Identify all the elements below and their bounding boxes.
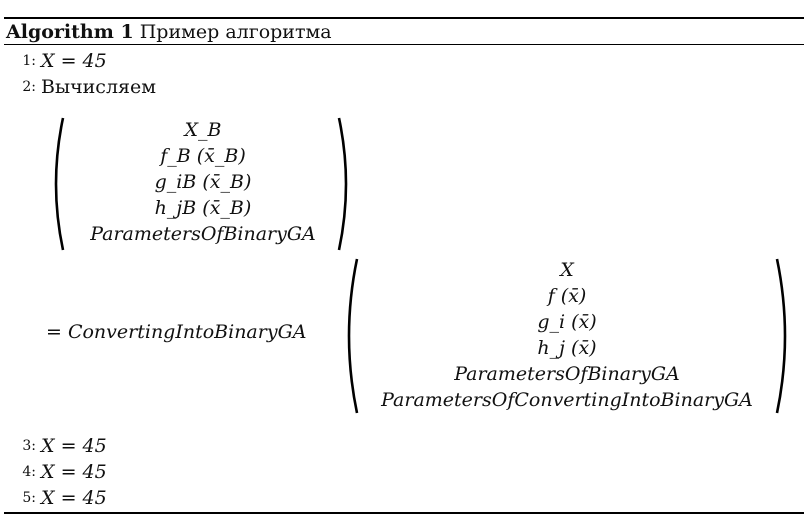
line-text: X = 45: [41, 50, 107, 72]
algorithm-caption: Algorithm 1 Пример алгоритма: [6, 20, 332, 44]
matrix2-right-paren: [774, 257, 796, 415]
matrix2-row-5-text: ParametersOfBinaryGA: [454, 363, 680, 385]
matrix2-row-1-text: X: [560, 259, 574, 281]
matrix2-row-1: X: [358, 258, 776, 282]
bottom-rule: [4, 512, 804, 514]
algorithm-line-5: 5: X = 45: [0, 486, 812, 510]
matrix2-row-3-text: g_i (x̄): [537, 311, 597, 333]
matrix1-right-paren: [336, 116, 356, 252]
algorithm-line-1: 1: X = 45: [0, 49, 812, 73]
algorithm-line-2: 2: Вычисляем: [0, 75, 812, 99]
matrix1-row-3: g_iB (x̄_B): [68, 170, 338, 194]
matrix2-row-6-text: ParametersOfConvertingIntoBinaryGA: [381, 389, 753, 411]
algorithm-title: Пример алгоритма: [139, 21, 332, 43]
matrix2-row-4: h_j (x̄): [358, 336, 776, 360]
matrix2-row-2: f (x̄): [358, 284, 776, 308]
line-number: 3:: [22, 438, 36, 454]
algorithm-label: Algorithm 1: [6, 21, 134, 43]
matrix2-row-6: ParametersOfConvertingIntoBinaryGA: [358, 388, 776, 412]
matrix1-row-1: X_B: [68, 118, 338, 142]
matrix2-row-5: ParametersOfBinaryGA: [358, 362, 776, 386]
top-rule: [4, 17, 804, 19]
line-number: 1:: [22, 53, 36, 69]
matrix1-row-4-text: h_jB (x̄_B): [154, 197, 252, 219]
line-text: X = 45: [41, 435, 107, 457]
line-number: 5:: [22, 490, 36, 506]
matrix1-row-2-text: f_B (x̄_B): [160, 145, 246, 167]
matrix2-row-4-text: h_j (x̄): [537, 337, 597, 359]
matrix1-left-paren: [46, 116, 66, 252]
line-text: X = 45: [41, 487, 107, 509]
matrix1-row-2: f_B (x̄_B): [68, 144, 338, 168]
algorithm-line-3: 3: X = 45: [0, 434, 812, 458]
line-number: 2:: [22, 79, 36, 95]
matrix1-row-4: h_jB (x̄_B): [68, 196, 338, 220]
matrix1-row-3-text: g_iB (x̄_B): [154, 171, 252, 193]
matrix1-row-5-text: ParametersOfBinaryGA: [90, 223, 316, 245]
equation-lhs: = ConvertingIntoBinaryGA: [46, 321, 307, 343]
line-number: 4:: [22, 464, 36, 480]
matrix2-left-paren: [338, 257, 360, 415]
matrix1-row-1-text: X_B: [184, 119, 222, 141]
matrix2-row-2-text: f (x̄): [547, 285, 587, 307]
algorithm-line-4: 4: X = 45: [0, 460, 812, 484]
matrix2-row-3: g_i (x̄): [358, 310, 776, 334]
matrix1-row-5: ParametersOfBinaryGA: [68, 222, 338, 246]
line-text: X = 45: [41, 461, 107, 483]
caption-rule: [4, 44, 804, 45]
line-text: Вычисляем: [41, 76, 157, 98]
